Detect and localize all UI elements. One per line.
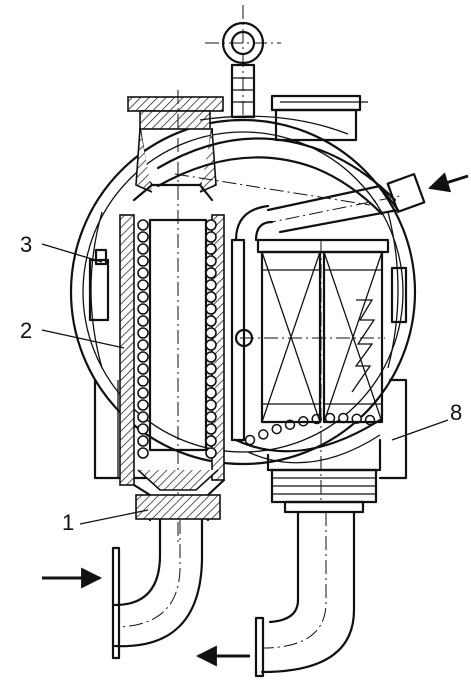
coil-turn xyxy=(205,219,217,231)
coil-turn xyxy=(137,387,149,399)
coil-turn xyxy=(205,423,217,435)
coil-turn xyxy=(137,363,149,375)
lifting-eye xyxy=(205,5,281,120)
coil-turn xyxy=(205,291,217,303)
callout-3: 3 xyxy=(20,232,32,257)
top-nozzle xyxy=(270,94,368,142)
upper-duct xyxy=(156,115,397,216)
coil-turn xyxy=(205,267,217,279)
right-coil xyxy=(205,219,376,459)
right-exchanger xyxy=(230,204,390,500)
coil-turn xyxy=(137,435,149,447)
coil-turn xyxy=(205,339,217,351)
inlet-elbow xyxy=(111,518,204,660)
coil-turn xyxy=(137,411,149,423)
leader-lines xyxy=(41,243,449,525)
coil-turn xyxy=(205,351,217,363)
feed-arrow xyxy=(427,172,469,193)
leader-1 xyxy=(79,509,149,525)
callout-2: 2 xyxy=(20,318,32,343)
coil-turn xyxy=(205,375,217,387)
coil-turn xyxy=(244,434,256,446)
coil-turn xyxy=(205,435,217,447)
outlet-housing xyxy=(234,418,382,514)
coil-turn xyxy=(205,447,217,459)
coil-turn xyxy=(137,291,149,303)
coil-turn xyxy=(205,315,217,327)
coil-turn xyxy=(137,231,149,243)
coil-turn xyxy=(137,447,149,459)
coil-turn xyxy=(137,303,149,315)
coil-turn xyxy=(271,423,282,435)
coil-turn xyxy=(137,327,149,339)
coil-turn xyxy=(137,255,149,267)
coil-turn xyxy=(137,399,149,411)
spherical-shell xyxy=(69,118,417,466)
coil-turn xyxy=(258,429,269,440)
coil-turn xyxy=(137,219,149,231)
callout-8: 8 xyxy=(450,400,462,425)
coil-turn xyxy=(205,327,217,339)
coil-turn xyxy=(137,243,149,255)
coil-turn xyxy=(137,351,149,363)
coil-turn xyxy=(205,231,217,243)
outlet-elbow xyxy=(254,510,356,678)
right-inlet-pipe xyxy=(261,173,426,234)
coil-turn xyxy=(137,423,149,435)
coil-turn xyxy=(205,279,217,291)
coil-turn xyxy=(205,303,217,315)
coil-turn xyxy=(205,399,217,411)
coil-turn xyxy=(137,279,149,291)
coil-turn xyxy=(205,255,217,267)
coil-turn xyxy=(137,339,149,351)
leader-8 xyxy=(391,419,449,441)
leader-3 xyxy=(41,243,103,263)
flow-arrows xyxy=(42,172,469,667)
coil-turn xyxy=(205,363,217,375)
coil-turn xyxy=(205,387,217,399)
left-coil xyxy=(137,219,149,459)
coil-turn xyxy=(137,315,149,327)
callout-1: 1 xyxy=(62,510,74,535)
side-bands xyxy=(88,211,408,369)
coil-turn xyxy=(137,375,149,387)
coil-turn xyxy=(205,243,217,255)
leader-2 xyxy=(41,329,125,349)
coil-turn xyxy=(137,267,149,279)
coil-turn xyxy=(205,411,217,423)
